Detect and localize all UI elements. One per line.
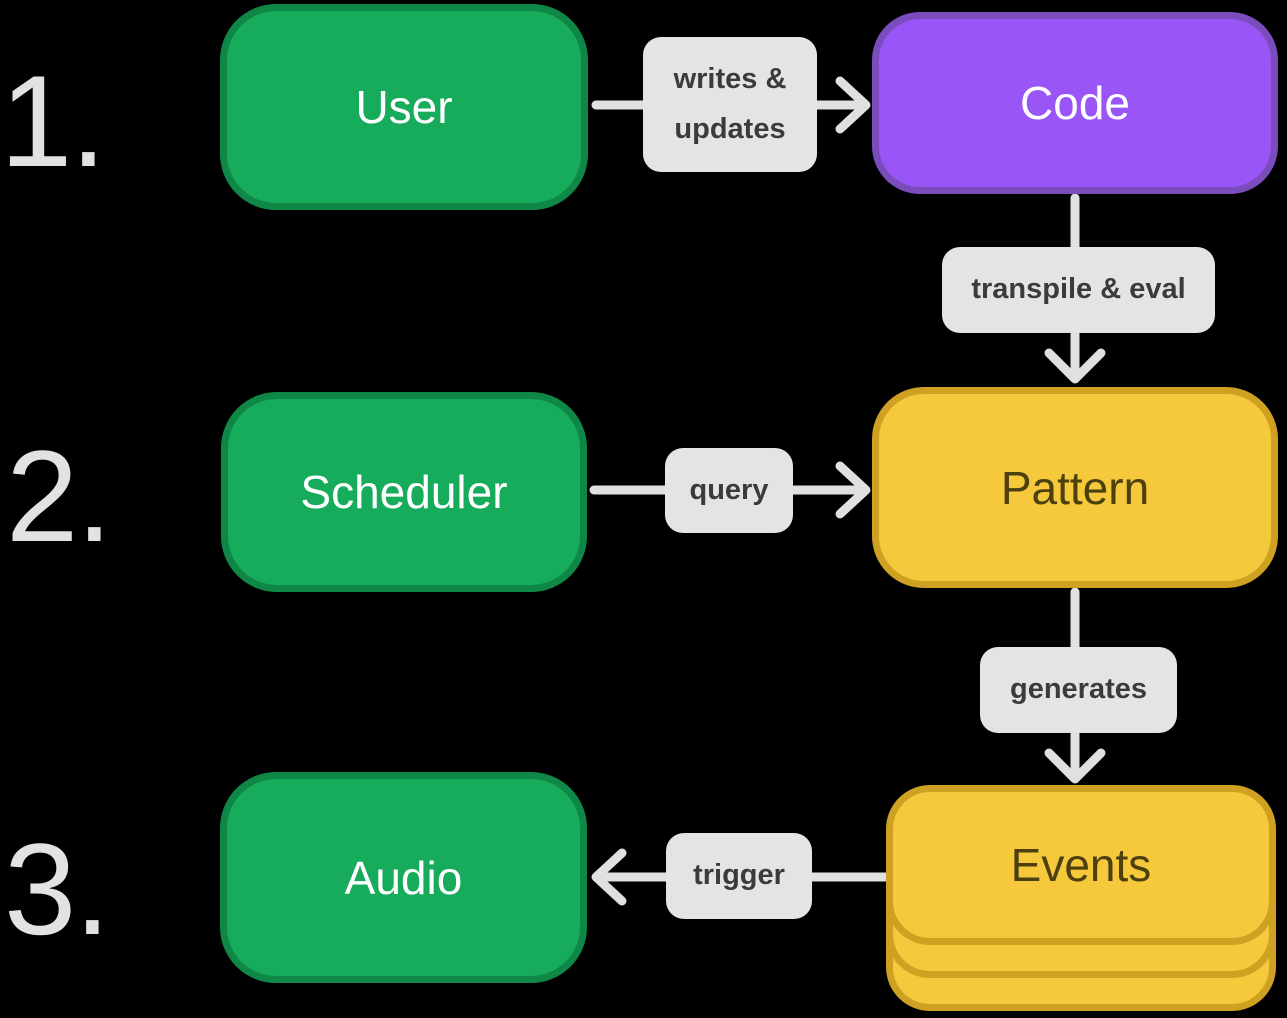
- edge-label-writes-updates: writes & updates: [643, 37, 817, 172]
- step-number-1: 1.: [0, 48, 106, 194]
- arrowhead-right-icon: [835, 461, 871, 519]
- arrowhead-right-icon: [835, 76, 871, 134]
- step-number-3: 3.: [4, 816, 110, 962]
- node-code-label: Code: [1020, 77, 1130, 129]
- arrowhead-left-icon: [591, 848, 627, 906]
- node-code: Code: [872, 12, 1278, 194]
- node-user-label: User: [355, 81, 453, 133]
- node-pattern: Pattern: [872, 387, 1278, 588]
- node-events-stack: Events: [886, 785, 1276, 1011]
- node-events-label: Events: [1010, 839, 1152, 891]
- step-number-2: 2.: [6, 423, 112, 569]
- node-pattern-label: Pattern: [1000, 461, 1150, 514]
- node-scheduler: Scheduler: [221, 392, 587, 592]
- node-events: Events: [886, 785, 1276, 945]
- node-scheduler-label: Scheduler: [300, 466, 508, 518]
- edge-label-transpile-eval: transpile & eval: [942, 247, 1215, 333]
- edge-label-query: query: [665, 448, 793, 533]
- edge-label-trigger: trigger: [666, 833, 812, 919]
- arrowhead-down-icon: [1044, 348, 1106, 384]
- node-audio-label: Audio: [344, 851, 463, 904]
- node-user: User: [220, 4, 588, 210]
- node-audio: Audio: [220, 772, 587, 983]
- edge-label-generates: generates: [980, 647, 1177, 733]
- arrowhead-down-icon: [1044, 748, 1106, 784]
